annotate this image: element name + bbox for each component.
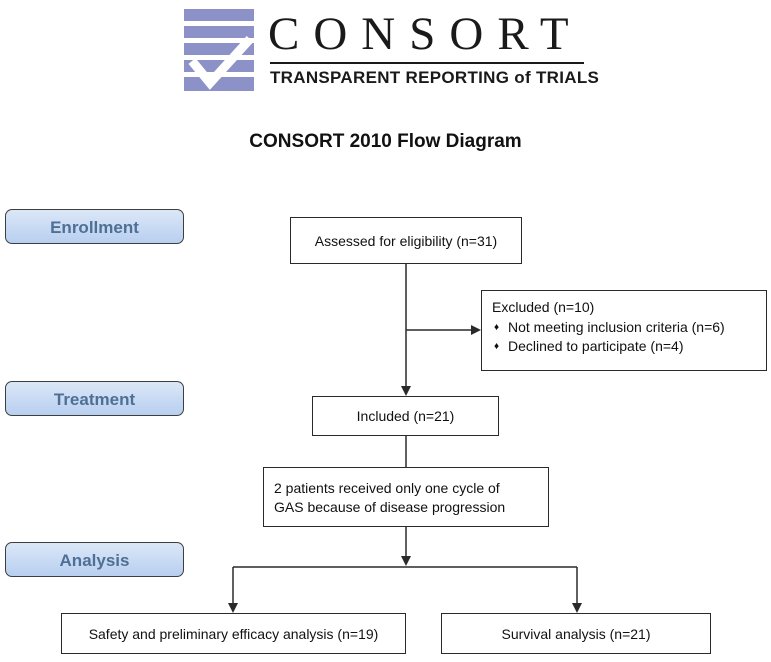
diamond-bullet-icon: ♦ xyxy=(494,322,500,333)
stage-enrollment: Enrollment xyxy=(5,209,184,244)
consort-tagline: TRANSPARENT REPORTING of TRIALS xyxy=(270,68,600,87)
exclusion-reason: Not meeting inclusion criteria (n=6) xyxy=(508,319,725,335)
consort-wordmark: CONSORT xyxy=(268,8,583,60)
stage-analysis: Analysis xyxy=(5,542,184,577)
list-item: ♦ Not meeting inclusion criteria (n=6) xyxy=(492,318,756,337)
box-assessed: Assessed for eligibility (n=31) xyxy=(290,217,522,264)
box-excluded: Excluded (n=10) ♦ Not meeting inclusion … xyxy=(481,290,767,371)
list-item: ♦ Declined to participate (n=4) xyxy=(492,337,756,356)
exclusion-list: ♦ Not meeting inclusion criteria (n=6) ♦… xyxy=(492,318,756,356)
assessed-label: Assessed for eligibility (n=31) xyxy=(314,232,498,249)
diamond-bullet-icon: ♦ xyxy=(494,341,500,352)
consort-logo-mark xyxy=(184,9,254,91)
box-cycle-note: 2 patients received only one cycle of GA… xyxy=(263,467,549,527)
box-included: Included (n=21) xyxy=(312,396,499,436)
box-safety-analysis: Safety and preliminary efficacy analysis… xyxy=(61,613,406,654)
checkmark-logo-icon xyxy=(184,9,254,91)
survival-analysis-label: Survival analysis (n=21) xyxy=(501,625,651,642)
included-label: Included (n=21) xyxy=(356,408,455,424)
stage-treatment: Treatment xyxy=(5,381,184,416)
exclusion-reason: Declined to participate (n=4) xyxy=(508,338,684,354)
diagram-title: CONSORT 2010 Flow Diagram xyxy=(249,131,522,152)
box-survival-analysis: Survival analysis (n=21) xyxy=(441,613,711,654)
cycle-note-line-2: GAS because of disease progression xyxy=(274,499,506,515)
safety-analysis-label: Safety and preliminary efficacy analysis… xyxy=(88,625,379,642)
excluded-heading: Excluded (n=10) xyxy=(492,299,595,315)
cycle-note-line-1: 2 patients received only one cycle of xyxy=(274,480,500,496)
logo-divider xyxy=(270,62,584,64)
